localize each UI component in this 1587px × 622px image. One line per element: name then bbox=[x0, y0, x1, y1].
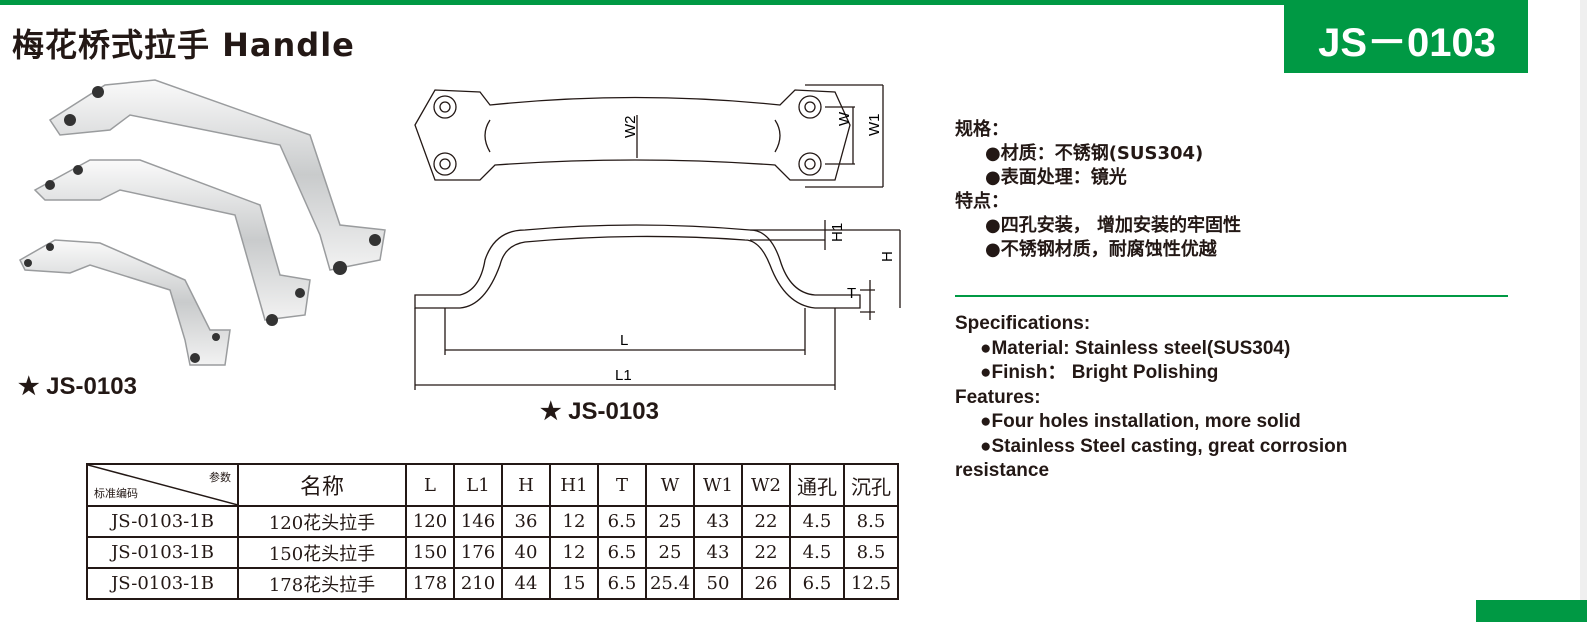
cell: 4.5 bbox=[789, 536, 845, 569]
cell: 120花头拉手 bbox=[237, 505, 407, 538]
label-w1: W1 bbox=[866, 114, 883, 137]
cell: 40 bbox=[501, 536, 551, 569]
cell: 22 bbox=[741, 536, 791, 569]
model-number: JS－0103 bbox=[1318, 21, 1496, 65]
technical-drawing: W2 W W1 H1 H T L L1 bbox=[414, 84, 901, 390]
cell: 178花头拉手 bbox=[237, 567, 407, 600]
col-header: H bbox=[501, 463, 551, 507]
col-header: W2 bbox=[741, 463, 791, 507]
feature-heading-en: Features: bbox=[955, 386, 1041, 408]
spec-heading-cn: 规格： bbox=[955, 119, 1009, 140]
cell: 8.5 bbox=[843, 536, 899, 569]
top-rule bbox=[0, 0, 1528, 5]
col-header: W1 bbox=[693, 463, 743, 507]
col-header: H1 bbox=[549, 463, 599, 507]
finish-cn: ●表面处理：镜光 bbox=[985, 167, 1127, 188]
cell: 12 bbox=[549, 505, 599, 538]
label-w: W bbox=[836, 111, 853, 126]
table-header-row: 参数 标准编码 名称 L L1 H H1 T W W1 W2 通孔 沉孔 bbox=[86, 463, 899, 507]
cell: 150花头拉手 bbox=[237, 536, 407, 569]
feature2-cn: ●不锈钢材质，耐腐蚀性优越 bbox=[985, 239, 1217, 260]
cell: 22 bbox=[741, 505, 791, 538]
corner-top: 参数 bbox=[209, 471, 231, 484]
spec-heading-en: Specifications: bbox=[955, 313, 1091, 334]
spec-table: 参数 标准编码 名称 L L1 H H1 T W W1 W2 通孔 沉孔 JS-… bbox=[86, 463, 899, 600]
scrollbar[interactable] bbox=[1580, 0, 1587, 622]
feature1-en: ●Four holes installation, more solid bbox=[980, 411, 1301, 432]
col-header: L1 bbox=[453, 463, 503, 507]
cell: 50 bbox=[693, 567, 743, 600]
cell: 36 bbox=[501, 505, 551, 538]
material-en: ●Material: Stainless steel(SUS304) bbox=[980, 337, 1291, 359]
cell: 6.5 bbox=[789, 567, 845, 600]
cell: 25 bbox=[645, 505, 695, 538]
cell: 12 bbox=[549, 536, 599, 569]
specs-english: Specifications: ●Material: Stainless ste… bbox=[955, 312, 1347, 484]
cell: 44 bbox=[501, 567, 551, 600]
feature-heading-cn: 特点： bbox=[955, 191, 1009, 212]
cell: JS-0103-1B bbox=[86, 536, 239, 569]
cell: 6.5 bbox=[597, 536, 647, 569]
cell: 43 bbox=[693, 536, 743, 569]
footer-accent bbox=[1476, 600, 1587, 622]
col-header: 通孔 bbox=[789, 463, 845, 507]
page-title: 梅花桥式拉手 Handle bbox=[12, 26, 355, 64]
label-l1: L1 bbox=[615, 367, 632, 384]
cell: 26 bbox=[741, 567, 791, 600]
col-header: 名称 bbox=[237, 463, 407, 507]
cell: 176 bbox=[453, 536, 503, 569]
material-cn: ●材质：不锈钢(SUS304) bbox=[985, 143, 1204, 164]
cell: JS-0103-1B bbox=[86, 567, 239, 600]
feature1-cn: ●四孔安装， 增加安装的牢固性 bbox=[985, 215, 1241, 236]
feature2-en: ●Stainless Steel casting, great corrosio… bbox=[980, 435, 1348, 457]
cell: 25.4 bbox=[645, 567, 695, 600]
feature2-en-cont: resistance bbox=[955, 460, 1050, 481]
col-header: L bbox=[405, 463, 455, 507]
photo-caption: ★ JS-0103 bbox=[18, 373, 137, 400]
label-h: H bbox=[879, 251, 896, 262]
label-h1: H1 bbox=[829, 223, 846, 242]
cell: 4.5 bbox=[789, 505, 845, 538]
label-w2: W2 bbox=[622, 116, 639, 139]
cell: 12.5 bbox=[843, 567, 899, 600]
section-divider bbox=[955, 295, 1508, 297]
cell: 25 bbox=[645, 536, 695, 569]
corner-bottom: 标准编码 bbox=[94, 487, 138, 500]
cell: 15 bbox=[549, 567, 599, 600]
label-t: T bbox=[847, 285, 856, 302]
col-header: W bbox=[645, 463, 695, 507]
specs-chinese: 规格： ●材质：不锈钢(SUS304) ●表面处理：镜光 特点： ●四孔安装， … bbox=[955, 118, 1241, 262]
col-header: 沉孔 bbox=[843, 463, 899, 507]
label-l: L bbox=[620, 332, 628, 349]
cell: 43 bbox=[693, 505, 743, 538]
cell: JS-0103-1B bbox=[86, 505, 239, 538]
cell: 150 bbox=[405, 536, 455, 569]
cell: 6.5 bbox=[597, 505, 647, 538]
cell: 6.5 bbox=[597, 567, 647, 600]
cell: 178 bbox=[405, 567, 455, 600]
corner-header: 参数 标准编码 bbox=[86, 463, 239, 507]
drawing-caption: ★ JS-0103 bbox=[540, 398, 659, 425]
col-header: T bbox=[597, 463, 647, 507]
cell: 210 bbox=[453, 567, 503, 600]
finish-en: ●Finish： Bright Polishing bbox=[980, 362, 1219, 383]
cell: 120 bbox=[405, 505, 455, 538]
product-photo bbox=[19, 79, 386, 366]
model-badge: JS－0103 bbox=[1284, 5, 1528, 73]
cell: 8.5 bbox=[843, 505, 899, 538]
cell: 146 bbox=[453, 505, 503, 538]
